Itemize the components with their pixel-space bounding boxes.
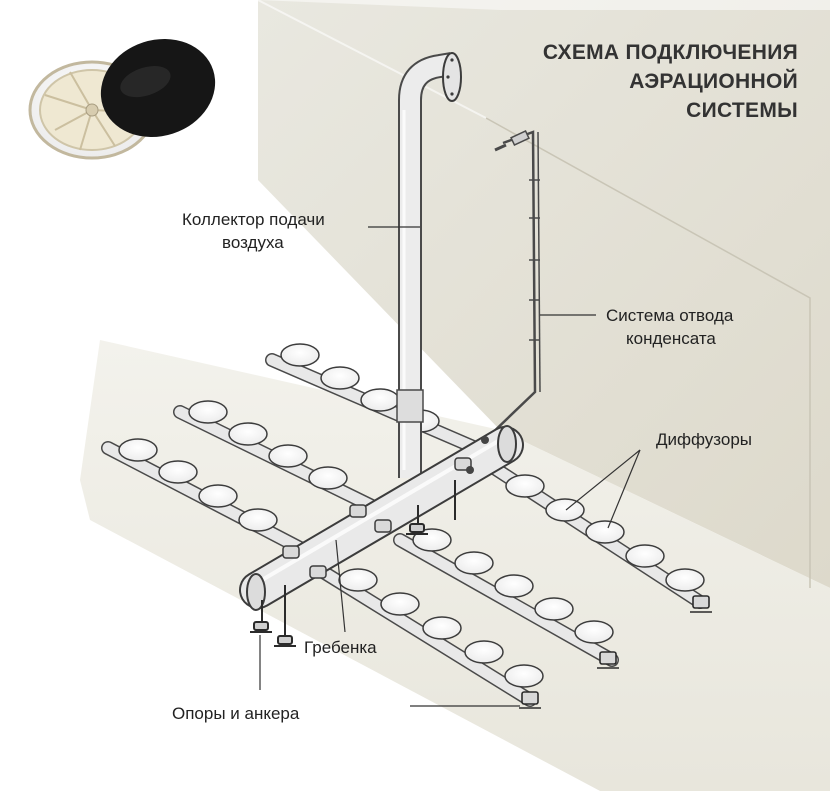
air-collector-pipe	[396, 52, 462, 478]
leader-manifold	[335, 539, 346, 633]
diffuser-disc	[574, 620, 614, 644]
diffuser-disc	[228, 422, 268, 446]
diffuser-disc	[585, 520, 625, 544]
title-line: АЭРАЦИОННОЙ	[629, 70, 798, 93]
diffuser-disc	[380, 592, 420, 616]
label-diffusers: Диффузоры	[656, 430, 753, 449]
diagram-title: СХЕМА ПОДКЛЮЧЕНИЯ АЭРАЦИОННОЙ СИСТЕМЫ	[543, 38, 798, 125]
end-anchor-icon	[690, 595, 712, 613]
leader-lines	[259, 226, 641, 707]
floor-front-fade	[0, 520, 600, 791]
label-collector: Коллектор подачи воздуха	[182, 208, 325, 254]
tank-rim	[258, 0, 830, 10]
manifold-end-cap	[497, 425, 517, 463]
diffuser-disc	[280, 343, 320, 367]
label-line: конденсата	[626, 329, 716, 348]
manifold-end-cap	[246, 573, 266, 611]
diffuser-disc	[464, 640, 504, 664]
diffuser-row-3	[101, 438, 307, 555]
diffuser-disc	[268, 444, 308, 468]
anchor-icon	[274, 635, 296, 647]
diffuser-row-6	[313, 563, 544, 709]
flange-icon	[442, 52, 462, 102]
manifold-pipe	[239, 425, 524, 611]
diffuser-disc	[504, 664, 544, 688]
title-line: СХЕМА ПОДКЛЮЧЕНИЯ	[542, 41, 798, 64]
pipe-coupling	[396, 389, 424, 423]
diffuser-disc	[320, 366, 360, 390]
diffuser-disc	[422, 616, 462, 640]
anchor-icon	[250, 621, 272, 633]
end-anchor-icon	[519, 691, 541, 709]
diffuser-disc	[494, 574, 534, 598]
diffuser-disc	[454, 551, 494, 575]
manifold-outlet	[374, 519, 392, 533]
label-line: воздуха	[222, 233, 284, 252]
label-line: Система отвода	[606, 306, 734, 325]
label-manifold: Гребенка	[304, 638, 377, 657]
label-line: Коллектор подачи	[182, 210, 325, 229]
condensate-line	[484, 129, 541, 441]
diffuser-disc	[118, 438, 158, 462]
leader-diffusers-b	[607, 449, 641, 529]
diffuser-disc	[534, 597, 574, 621]
end-anchor-icon	[597, 651, 619, 669]
diffuser-disc	[198, 484, 238, 508]
manifold-outlet	[309, 565, 327, 579]
leader-diffusers-a	[565, 449, 641, 511]
manifold-outlet	[282, 545, 300, 559]
anchor-icon	[406, 523, 428, 535]
diffuser-row-2	[173, 400, 387, 517]
diffuser-disc	[360, 388, 400, 412]
manifold-outlet	[349, 504, 367, 518]
diffuser-disc	[545, 498, 585, 522]
label-supports: Опоры и анкера	[172, 704, 300, 723]
supports	[250, 480, 456, 647]
valve-icon	[466, 436, 489, 474]
diffuser-disc	[665, 568, 705, 592]
condensate-valve-icon	[510, 129, 530, 147]
diffuser-disc	[158, 460, 198, 484]
diffuser-disc	[188, 400, 228, 424]
manifold-outlet	[454, 457, 472, 471]
diffuser-photo-icon	[28, 38, 216, 160]
label-condensate: Система отвода конденсата	[606, 304, 733, 350]
diffuser-row-4	[478, 455, 712, 613]
diffuser-disc	[338, 568, 378, 592]
diffuser-disc	[505, 474, 545, 498]
diffuser-disc	[625, 544, 665, 568]
diffuser-disc	[238, 508, 278, 532]
tank-edge	[485, 117, 811, 588]
title-line: СИСТЕМЫ	[686, 99, 798, 122]
diffuser-disc	[308, 466, 348, 490]
